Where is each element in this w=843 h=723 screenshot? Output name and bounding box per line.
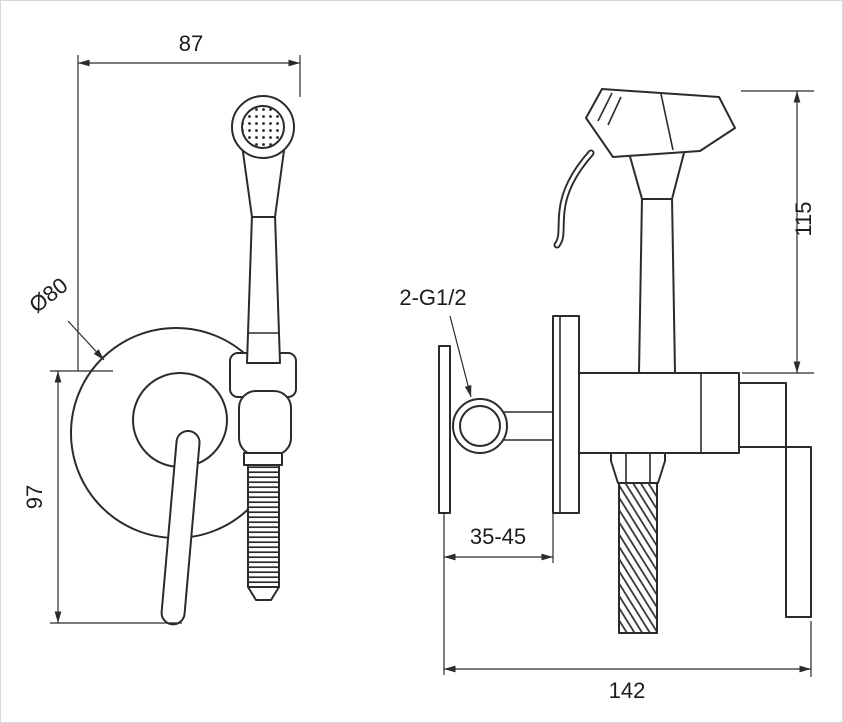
head-face-line xyxy=(607,96,622,126)
sprayer-holder xyxy=(229,352,297,601)
holder-bracket-side xyxy=(738,382,787,448)
dim-label-depth-range: 35-45 xyxy=(470,524,526,549)
thread-spec-label: 2-G1/2 xyxy=(399,285,466,310)
spray-face xyxy=(241,105,285,149)
dim-label-plate-diameter: Ø80 xyxy=(24,272,72,317)
thread-callout: 2-G1/2 xyxy=(399,285,472,398)
front-view: 87 Ø80 xyxy=(22,31,301,626)
leader-line xyxy=(67,320,105,361)
head-face-line xyxy=(597,92,613,122)
dim-label-height: 97 xyxy=(22,485,47,509)
mixer-body xyxy=(578,372,740,454)
hose-collar xyxy=(243,452,283,466)
lever-handle xyxy=(160,429,201,626)
sprayer-side xyxy=(553,88,736,374)
hose-threads-side xyxy=(618,482,658,634)
hex-nut xyxy=(610,452,666,484)
side-view: 115 2-G1/2 35-45 142 xyxy=(399,88,816,703)
hose-tip xyxy=(247,586,280,601)
dim-front-height: 97 xyxy=(22,370,182,624)
leader-line xyxy=(449,315,472,398)
hose-threads xyxy=(247,464,280,588)
sprayer-head-side xyxy=(585,88,736,158)
inlet-connection xyxy=(452,398,553,454)
outlet-tube xyxy=(785,446,812,618)
plate-side xyxy=(552,315,580,514)
dim-side-height: 115 xyxy=(741,90,816,374)
dim-front-top-width: 87 xyxy=(77,31,301,371)
dim-label-side-height: 115 xyxy=(791,201,816,236)
dim-depth-range: 35-45 xyxy=(443,513,554,675)
sprayer-handle-side xyxy=(638,196,676,374)
sprayer-handle xyxy=(246,214,281,364)
dim-plate-diameter: Ø80 xyxy=(24,272,105,361)
wall-section xyxy=(438,345,451,514)
dim-label-top-width: 87 xyxy=(179,31,203,56)
dim-label-side-width: 142 xyxy=(609,678,646,703)
head-holder-line xyxy=(660,93,674,151)
holder-knob xyxy=(238,390,292,456)
hose-connector-side xyxy=(610,452,666,634)
dim-side-width: 142 xyxy=(444,621,812,703)
sprayer-neck-side xyxy=(628,148,686,200)
hanging-hook-inner xyxy=(555,151,593,247)
sprayer-front xyxy=(231,95,295,364)
inlet-inner-circle xyxy=(459,405,501,447)
